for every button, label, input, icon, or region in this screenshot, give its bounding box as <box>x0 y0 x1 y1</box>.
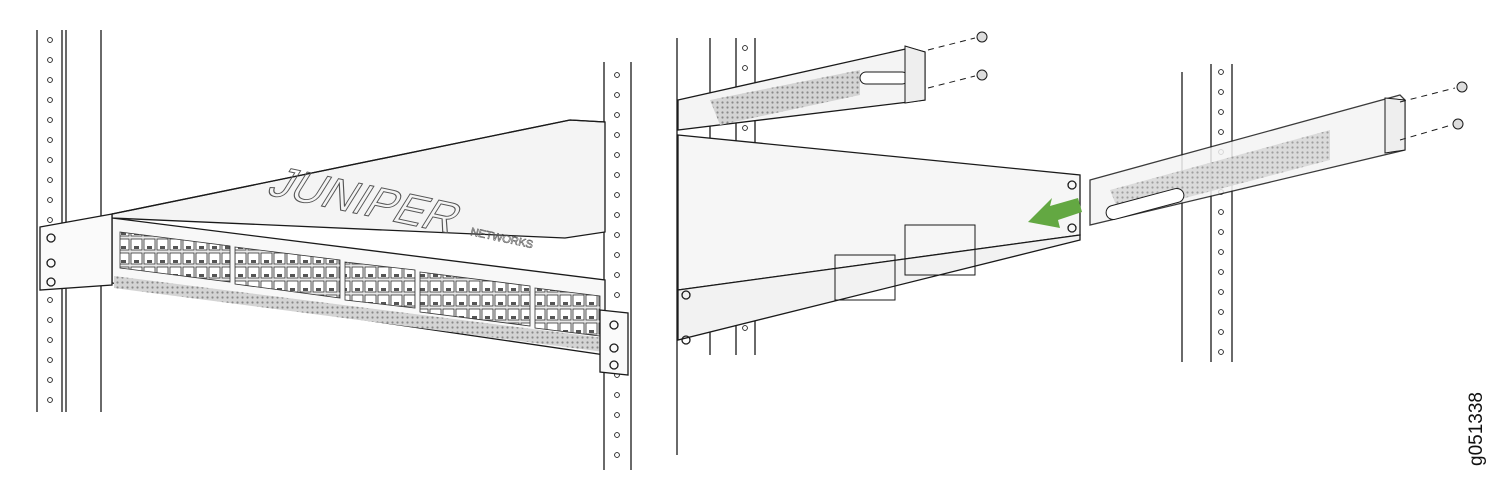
rack-hole <box>47 297 53 303</box>
rack-hole <box>47 317 53 323</box>
rack-hole <box>614 452 620 458</box>
left-rack-post-rear <box>36 30 102 412</box>
rack-hole <box>47 157 53 163</box>
right-rack-post <box>1181 64 1233 362</box>
rack-hole <box>614 192 620 198</box>
rack-hole <box>742 65 748 71</box>
rack-hole <box>614 172 620 178</box>
rack-holes <box>47 37 53 403</box>
rack-hole <box>47 197 53 203</box>
rack-hole <box>47 377 53 383</box>
rack-holes <box>614 72 620 458</box>
rack-hole <box>742 325 748 331</box>
rack-hole <box>1218 69 1224 75</box>
rack-hole <box>47 57 53 63</box>
rack-hole <box>742 45 748 51</box>
screws-top-right <box>1399 81 1468 141</box>
rack-hole <box>614 392 620 398</box>
rack-hole <box>1218 129 1224 135</box>
rack-hole <box>614 432 620 438</box>
rack-hole <box>1218 229 1224 235</box>
rack-hole <box>1218 309 1224 315</box>
rack-hole <box>47 357 53 363</box>
rack-hole <box>614 212 620 218</box>
rack-hole <box>47 77 53 83</box>
left-rack-post-front <box>603 62 632 470</box>
rack-hole <box>1218 209 1224 215</box>
rack-hole <box>614 272 620 278</box>
rack-hole <box>1218 349 1224 355</box>
rack-hole <box>47 97 53 103</box>
rack-hole <box>1218 289 1224 295</box>
rack-hole <box>47 177 53 183</box>
rack-hole <box>1218 329 1224 335</box>
rack-hole <box>614 252 620 258</box>
rear-mounting-blade-installed <box>677 45 926 131</box>
rack-hole <box>614 232 620 238</box>
rack-hole <box>614 292 620 298</box>
insertion-arrow <box>1028 198 1082 228</box>
rack-hole <box>614 112 620 118</box>
switch-chassis-sliding <box>677 134 1081 345</box>
rack-hole <box>47 137 53 143</box>
rack-holes <box>1218 69 1224 355</box>
rack-hole <box>614 152 620 158</box>
rack-hole <box>1218 269 1224 275</box>
rack-hole <box>614 72 620 78</box>
rack-hole <box>47 397 53 403</box>
rack-hole <box>614 92 620 98</box>
screws-top-middle <box>927 31 988 89</box>
rack-hole <box>742 125 748 131</box>
rack-hole <box>614 132 620 138</box>
rack-hole <box>47 337 53 343</box>
rear-mounting-blade-detached <box>1089 94 1406 226</box>
rack-hole <box>614 412 620 418</box>
rack-hole <box>1218 249 1224 255</box>
switch-chassis-installed <box>111 119 606 356</box>
left-mounting-ear <box>39 213 113 291</box>
rack-hole <box>47 117 53 123</box>
rack-hole <box>1218 89 1224 95</box>
right-mounting-ear <box>599 309 629 376</box>
rack-hole <box>47 217 53 223</box>
rack-hole <box>47 37 53 43</box>
figure-id-label: g051338 <box>1466 392 1487 466</box>
rack-hole <box>1218 109 1224 115</box>
